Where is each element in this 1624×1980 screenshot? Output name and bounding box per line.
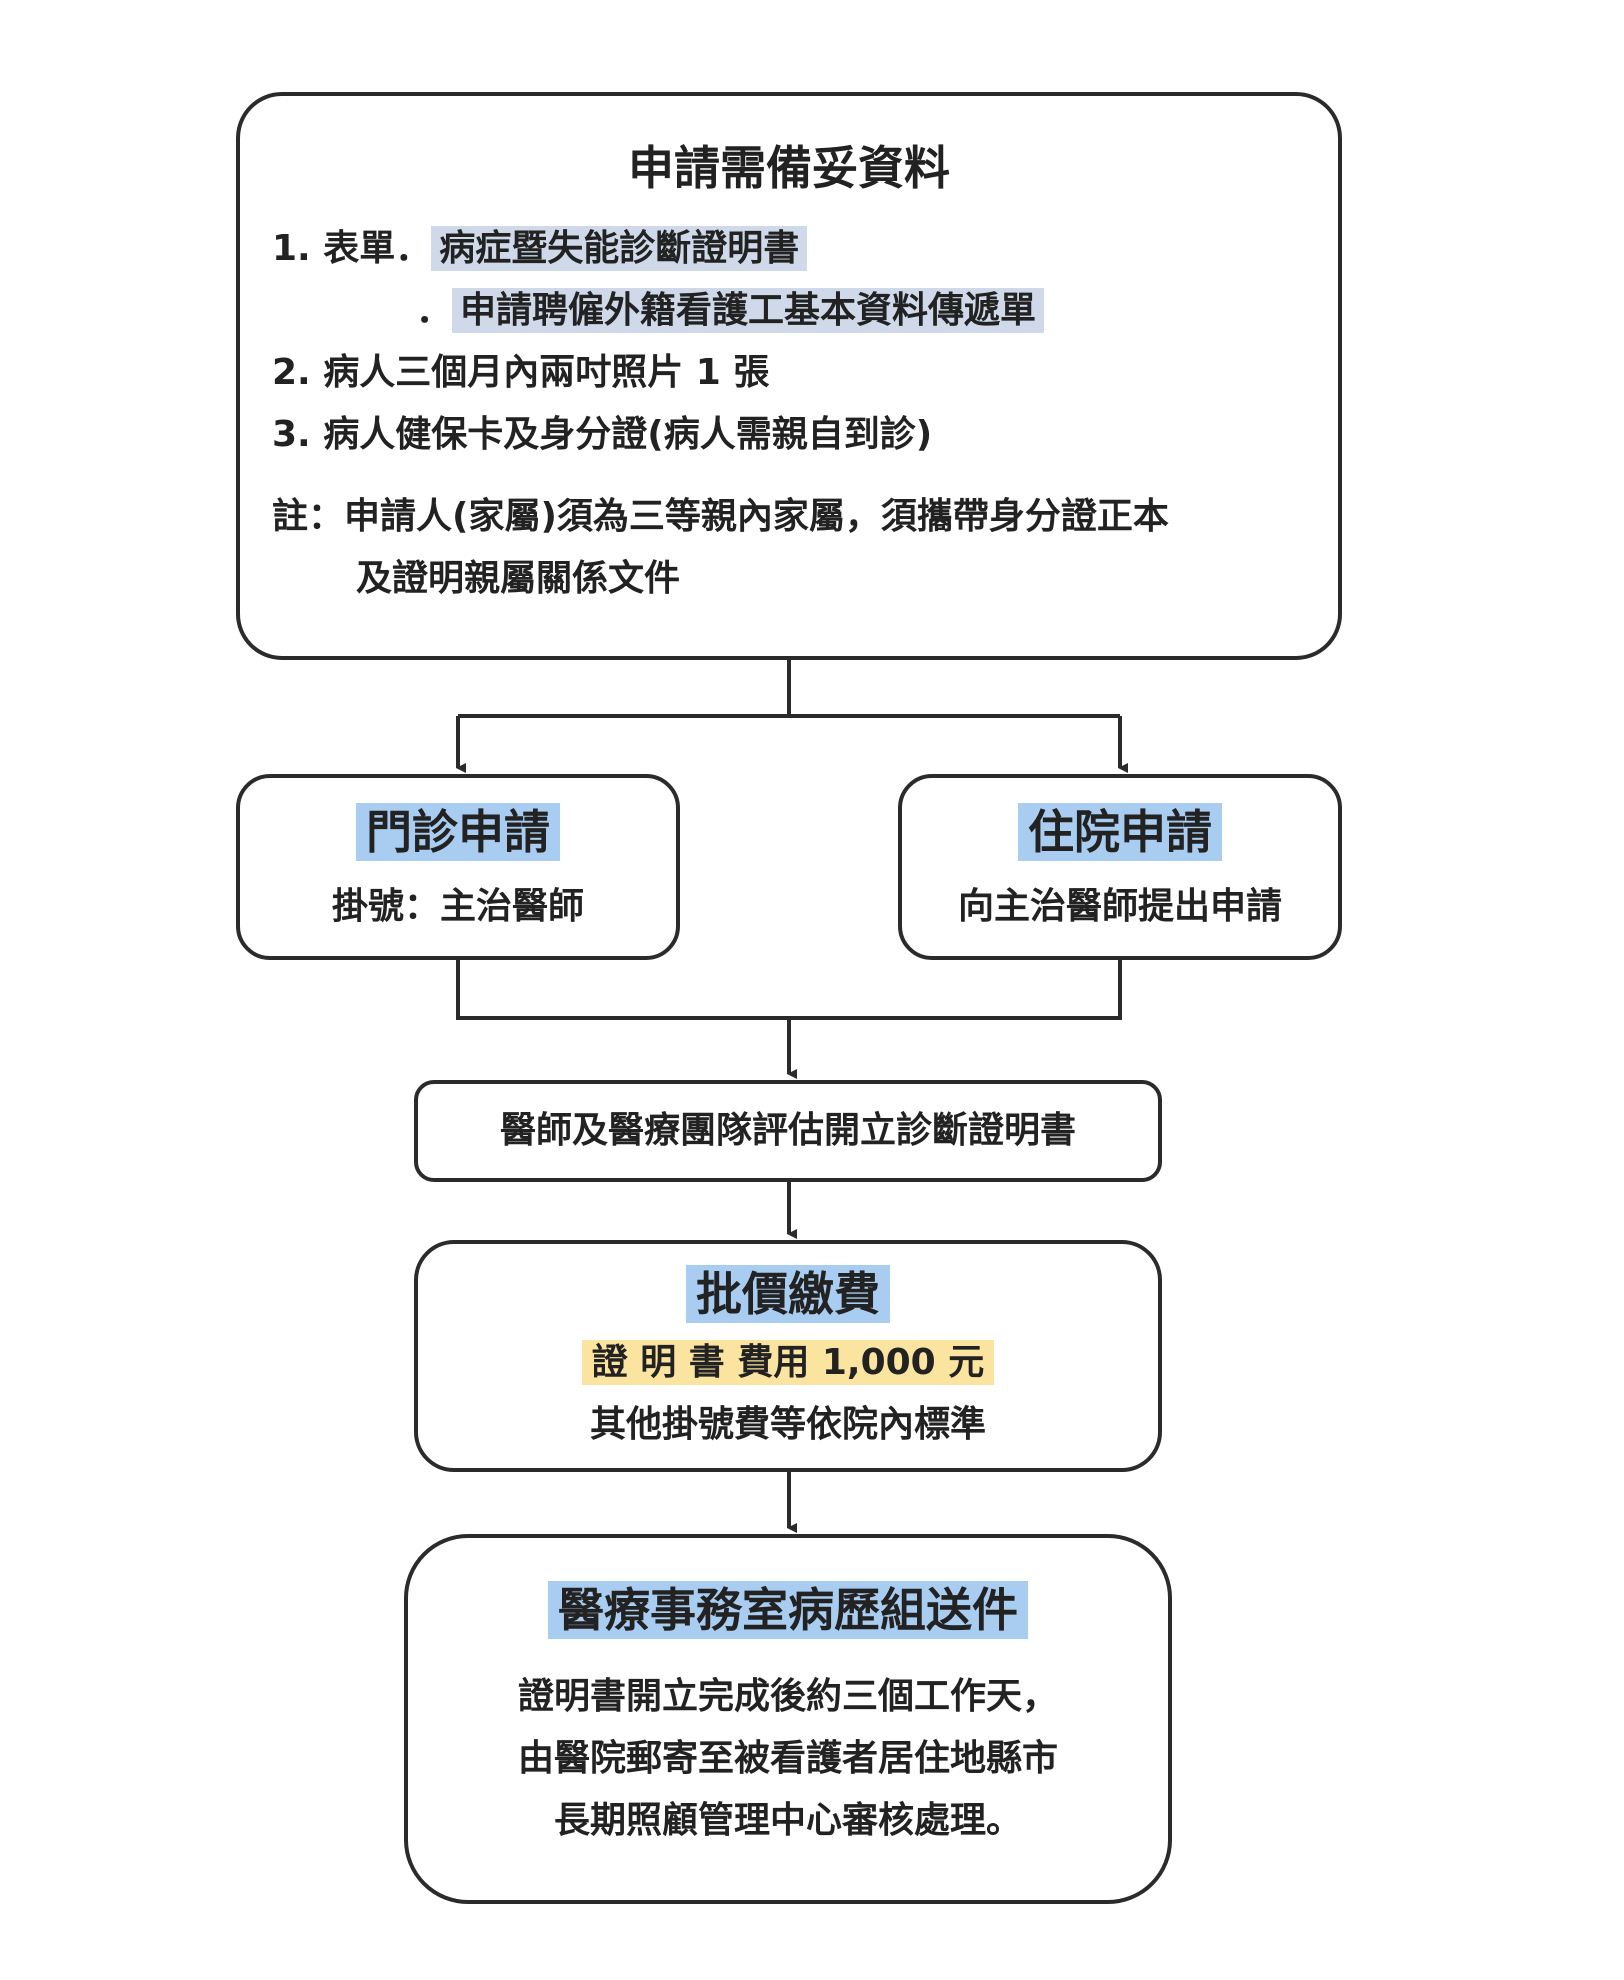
payment-fee: 證 明 書 費用 1,000 元 xyxy=(581,1340,995,1385)
inpatient-box: 住院申請 向主治醫師提出申請 xyxy=(898,774,1342,960)
delivery-line-3: 長期照顧管理中心審核處理。 xyxy=(553,1800,1022,1841)
delivery-title-wrap: 醫療事務室病歷組送件 xyxy=(408,1581,1168,1640)
payment-title: 批價繳費 xyxy=(686,1265,890,1323)
payment-fee-wrap: 證 明 書 費用 1,000 元 xyxy=(418,1340,1158,1385)
inpatient-desc: 向主治醫師提出申請 xyxy=(957,886,1282,927)
doc-item-2: 2. 病人三個月內兩吋照片 1 張 xyxy=(272,352,770,393)
outpatient-title: 門診申請 xyxy=(356,803,560,861)
connector-prep-split xyxy=(458,660,1120,718)
inpatient-title-wrap: 住院申請 xyxy=(902,803,1338,862)
required-documents-box: 申請需備妥資料 1. 表單．病症暨失能診斷證明書 ．申請聘僱外籍看護工基本資料傳… xyxy=(236,92,1342,660)
payment-box: 批價繳費 證 明 書 費用 1,000 元 其他掛號費等依院內標準 xyxy=(414,1240,1162,1472)
payment-title-wrap: 批價繳費 xyxy=(418,1265,1158,1324)
doc-note: 註：申請人(家屬)須為三等親內家屬，須攜帶身分證正本 xyxy=(272,494,1169,539)
outpatient-desc: 掛號：主治醫師 xyxy=(331,886,584,927)
doc-item-1-prefix: 1. 表單． xyxy=(272,228,432,269)
doc-item-1b: ．申請聘僱外籍看護工基本資料傳遞單 xyxy=(416,288,1045,333)
doc-item-1b-prefix: ． xyxy=(416,290,453,331)
delivery-box: 醫療事務室病歷組送件 證明書開立完成後約三個工作天， 由醫院郵寄至被看護者居住地… xyxy=(404,1534,1172,1904)
doc-item-1-form-a: 病症暨失能診斷證明書 xyxy=(431,226,808,271)
doc-note-line-2: 及證明親屬關係文件 xyxy=(356,558,681,599)
doc-note-line-1: 申請人(家屬)須為三等親內家屬，須攜帶身分證正本 xyxy=(344,496,1169,537)
delivery-line-2: 由醫院郵寄至被看護者居住地縣市 xyxy=(517,1738,1058,1779)
required-documents-title: 申請需備妥資料 xyxy=(628,141,950,195)
delivery-line-1: 證明書開立完成後約三個工作天， xyxy=(517,1676,1058,1717)
inpatient-title: 住院申請 xyxy=(1018,803,1222,861)
doc-note-label: 註： xyxy=(272,496,345,537)
doc-item-1: 1. 表單．病症暨失能診斷證明書 xyxy=(272,226,808,271)
delivery-title: 醫療事務室病歷組送件 xyxy=(548,1581,1028,1639)
doc-item-3: 3. 病人健保卡及身分證(病人需親自到診) xyxy=(272,414,933,455)
connector-merge xyxy=(456,960,1122,1020)
outpatient-box: 門診申請 掛號：主治醫師 xyxy=(236,774,680,960)
assessment-text: 醫師及醫療團隊評估開立診斷證明書 xyxy=(499,1110,1076,1151)
assessment-box: 醫師及醫療團隊評估開立診斷證明書 xyxy=(414,1080,1162,1182)
doc-item-1-form-b: 申請聘僱外籍看護工基本資料傳遞單 xyxy=(452,288,1045,333)
payment-other: 其他掛號費等依院內標準 xyxy=(589,1404,986,1445)
outpatient-title-wrap: 門診申請 xyxy=(240,803,676,862)
